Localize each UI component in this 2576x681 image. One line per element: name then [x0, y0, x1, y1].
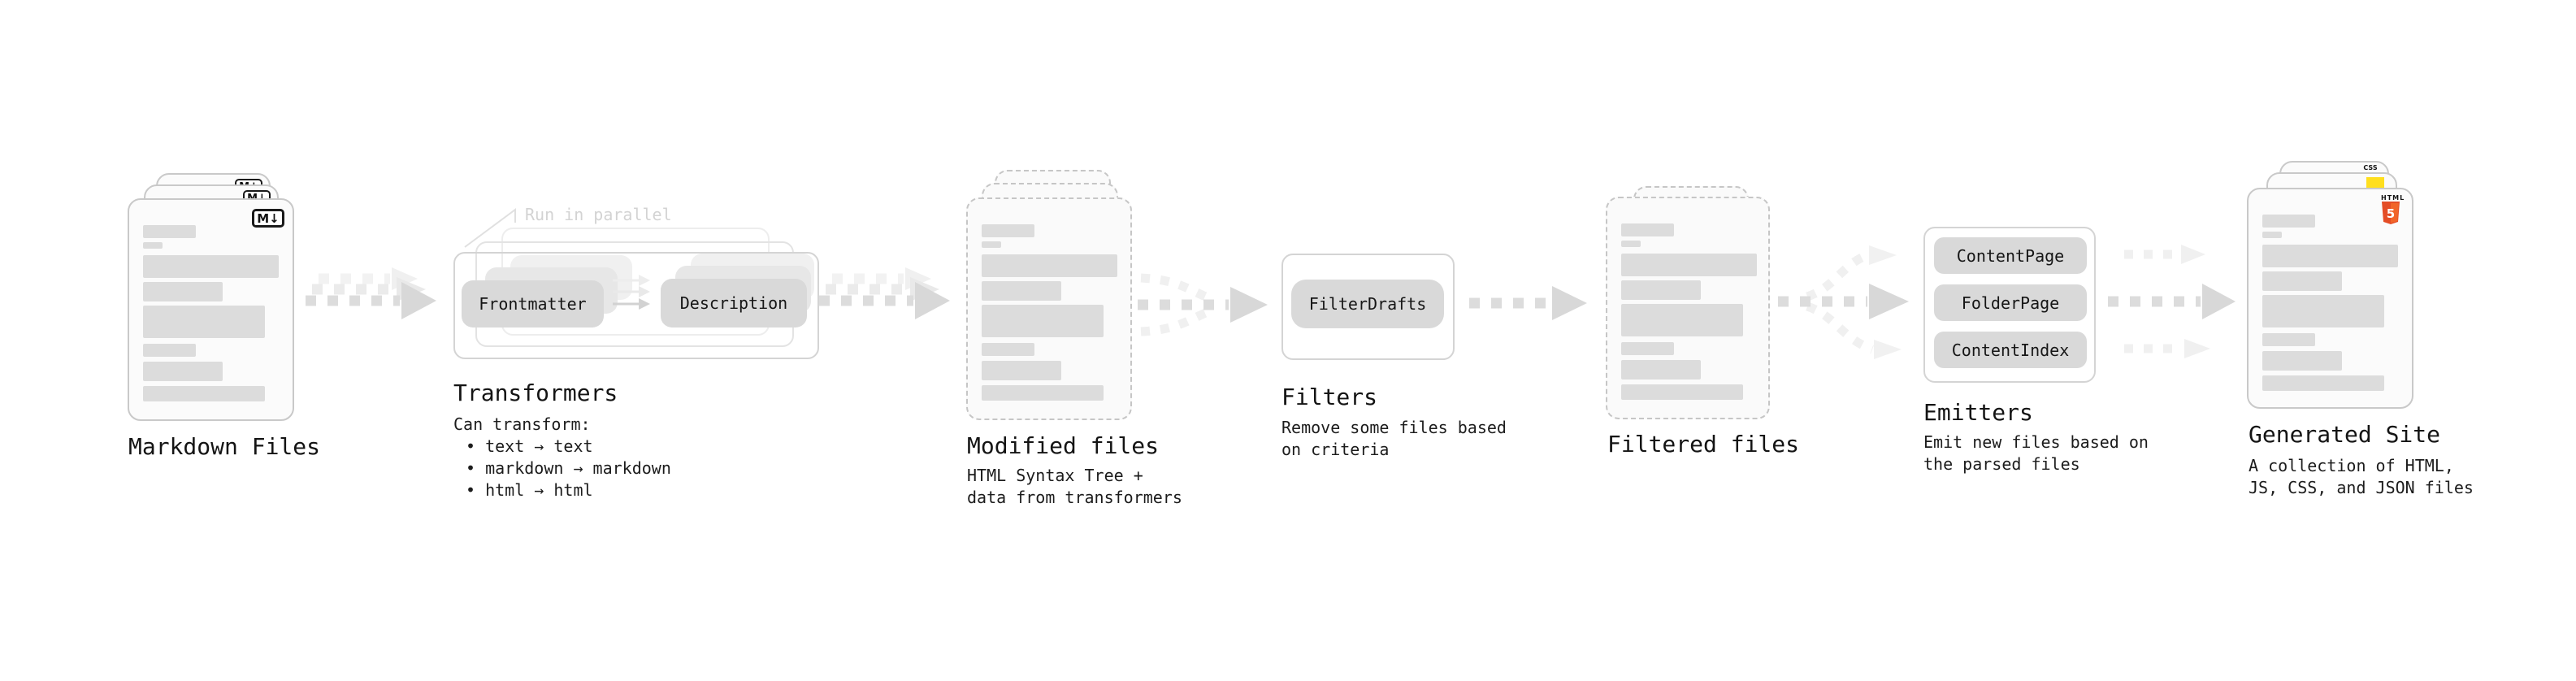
- filtered-doc-front: [1606, 197, 1770, 419]
- doc-line-bar: [143, 255, 279, 278]
- doc-line-bar: [2262, 245, 2398, 267]
- doc-line-bar: [143, 386, 265, 401]
- doc-line-bar: [1621, 223, 1674, 236]
- generated-site-description: A collection of HTML, JS, CSS, and JSON …: [2249, 455, 2474, 499]
- doc-line-bar: [143, 242, 163, 249]
- modified-desc-line: HTML Syntax Tree +: [967, 466, 1143, 485]
- doc-line-bar: [2262, 295, 2384, 327]
- html5-badge-label: HTML: [2381, 194, 2405, 202]
- transformers-desc-bullet: • text → text: [466, 436, 593, 456]
- js-badge: [2366, 177, 2384, 188]
- transformers-desc-bullet: • markdown → markdown: [466, 458, 671, 478]
- transformers-label: Transformers: [453, 380, 618, 406]
- doc-line-bar: [1621, 360, 1701, 380]
- filters-desc-line: on criteria: [1281, 440, 1390, 459]
- doc-line-bar: [982, 361, 1061, 380]
- filters-label: Filters: [1281, 384, 1378, 410]
- transformers-desc-line: Can transform:: [453, 414, 591, 434]
- doc-line-bar: [982, 254, 1117, 277]
- doc-line-bar: [2262, 333, 2315, 346]
- generated-desc-line: A collection of HTML,: [2249, 456, 2454, 475]
- doc-line-bar: [143, 306, 265, 338]
- contentpage-chip: ContentPage: [1934, 237, 2087, 274]
- html5-badge-number: 5: [2387, 206, 2395, 221]
- arrow-transformers-to-modified: [819, 267, 950, 319]
- arrow-filtered-to-emitters: [1778, 245, 1909, 359]
- filters-description: Remove some files based on criteria: [1281, 417, 1507, 461]
- css-badge-text: CSS: [2363, 164, 2378, 171]
- contentindex-chip: ContentIndex: [1934, 332, 2087, 368]
- doc-line-bar: [1621, 384, 1743, 400]
- filtered-files-label: Filtered files: [1607, 431, 1800, 458]
- doc-line-bar: [2262, 215, 2315, 228]
- filterdrafts-chip: FilterDrafts: [1291, 280, 1444, 328]
- transformers-description: Can transform: • text → text • markdown …: [453, 414, 671, 501]
- html5-badge: HTML 5: [2381, 194, 2405, 227]
- markdown-badge: M↓: [252, 209, 284, 228]
- filters-desc-line: Remove some files based: [1281, 418, 1507, 437]
- doc-line-bar: [982, 385, 1104, 401]
- folderpage-chip: FolderPage: [1934, 284, 2087, 321]
- doc-line-bar: [143, 362, 223, 381]
- transformers-desc-bullet: • html → html: [466, 480, 593, 500]
- markdown-files-label: Markdown Files: [128, 433, 321, 460]
- doc-line-bar: [2262, 271, 2342, 291]
- emitters-desc-line: Emit new files based on: [1923, 432, 2149, 452]
- markdown-badge-text: M↓: [257, 210, 280, 226]
- doc-line-bar: [2262, 232, 2282, 238]
- html5-shield-icon: 5: [2382, 202, 2400, 224]
- frontmatter-chip: Frontmatter: [462, 280, 604, 327]
- modified-doc-front: [966, 197, 1132, 420]
- markdown-doc-front: M↓: [128, 198, 294, 421]
- doc-line-bar: [982, 224, 1034, 237]
- modified-files-label: Modified files: [967, 432, 1160, 459]
- doc-line-bar: [1621, 254, 1757, 276]
- modified-desc-line: data from transformers: [967, 488, 1182, 507]
- modified-files-description: HTML Syntax Tree + data from transformer…: [967, 465, 1182, 509]
- generated-site-label: Generated Site: [2249, 421, 2441, 448]
- arrow-filters-to-filtered: [1469, 286, 1587, 320]
- transformers-box-front: [453, 252, 819, 359]
- doc-line-bar: [1621, 241, 1641, 247]
- emitters-description: Emit new files based on the parsed files: [1923, 432, 2149, 475]
- doc-line-bar: [1621, 280, 1701, 300]
- doc-line-bar: [982, 343, 1034, 356]
- emitters-desc-line: the parsed files: [1923, 454, 2080, 474]
- doc-line-bar: [143, 344, 196, 357]
- doc-line-bar: [143, 282, 223, 301]
- doc-line-bar: [2262, 375, 2384, 391]
- doc-line-bar: [982, 241, 1001, 248]
- doc-line-bar: [982, 281, 1061, 301]
- arrow-emitters-to-generated: [2108, 245, 2236, 358]
- run-in-parallel-callout-line: [464, 208, 516, 248]
- doc-line-bar: [982, 305, 1104, 337]
- doc-line-bar: [1621, 342, 1674, 355]
- doc-line-bar: [2262, 351, 2342, 371]
- generated-doc-html: HTML 5: [2247, 188, 2413, 409]
- doc-line-bar: [1621, 304, 1743, 336]
- filters-box: [1281, 254, 1455, 360]
- emitters-label: Emitters: [1923, 399, 2033, 426]
- generated-desc-line: JS, CSS, and JSON files: [2249, 478, 2474, 497]
- run-in-parallel-note: Run in parallel: [525, 205, 672, 224]
- description-chip: Description: [661, 279, 807, 327]
- transform-mini-arrows: [613, 275, 650, 310]
- arrow-modified-to-filters: [1138, 273, 1268, 336]
- doc-line-bar: [143, 225, 196, 238]
- arrow-markdown-to-transformers: [306, 267, 436, 319]
- emitters-box: [1923, 227, 2096, 383]
